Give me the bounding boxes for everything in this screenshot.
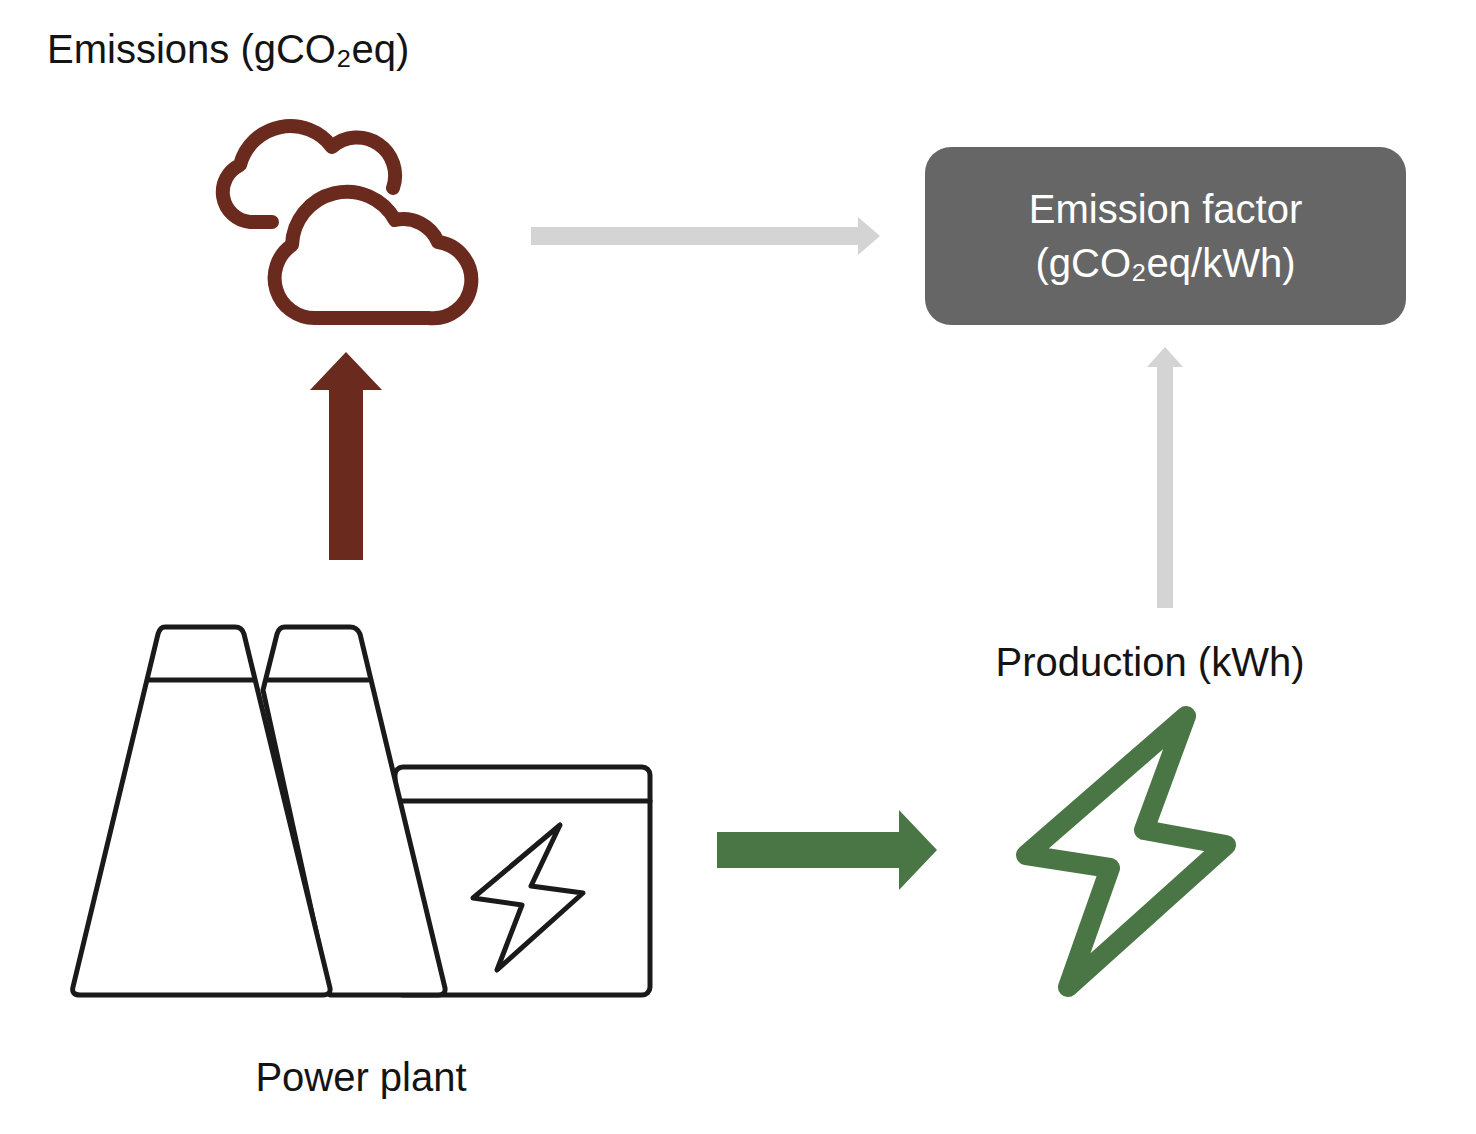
chimney-band <box>268 678 368 683</box>
node-label: Emissions (gCO₂eq) <box>47 25 409 73</box>
power-plant-icon <box>73 627 650 995</box>
front-cloud <box>275 192 472 319</box>
power-plant-node: Power plant <box>70 625 652 1101</box>
clouds-icon <box>223 126 472 318</box>
flow-arrow <box>717 810 937 890</box>
flow-arrow <box>1147 347 1183 608</box>
node-label: Production (kWh) <box>996 638 1305 686</box>
flow-arrow <box>310 352 382 560</box>
chimney-band <box>149 678 253 683</box>
small-bolt <box>473 825 583 970</box>
lightning-icon <box>1026 716 1226 987</box>
flow-arrow <box>531 217 880 255</box>
factor-box: Emission factor (gCO₂eq/kWh) <box>925 147 1406 325</box>
node-label: Emission factor (gCO₂eq/kWh) <box>996 182 1336 290</box>
chimney-left <box>73 627 330 995</box>
node-label: Power plant <box>255 1053 466 1101</box>
emissions-node: Emissions (gCO₂eq) <box>47 25 478 325</box>
building-band <box>400 799 650 804</box>
production-node: Production (kWh) <box>960 638 1340 995</box>
